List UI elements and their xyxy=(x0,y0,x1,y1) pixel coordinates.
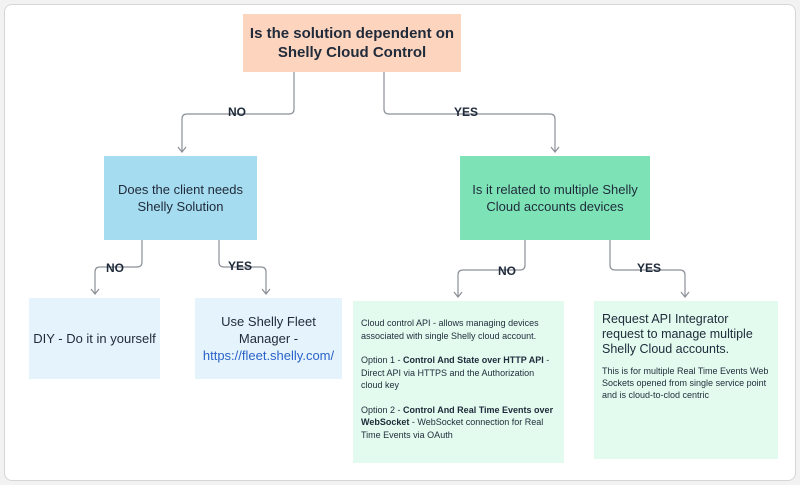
multiple-accounts-line1: Is it related to multiple Shelly xyxy=(472,182,638,197)
edge-label-no-client: NO xyxy=(106,261,124,275)
root-question-line2: Shelly Cloud Control xyxy=(277,44,427,61)
option-1-title: Control And State over HTTP API xyxy=(403,355,544,365)
client-needs-line2: Shelly Solution xyxy=(137,199,224,214)
cloud-control-option-2: Option 2 - Control And Real Time Events … xyxy=(361,404,556,442)
arrowhead-q2 xyxy=(550,146,560,153)
diy-text: DIY - Do it in yourself xyxy=(33,331,156,346)
connector-root-no xyxy=(181,72,295,151)
edge-label-yes-root: YES xyxy=(454,105,479,119)
api-integrator-title: Request API Integrator request to manage… xyxy=(602,312,753,356)
diagram-canvas: NO YES NO YES NO YES Is the solution dep… xyxy=(4,4,796,481)
arrowhead-cloud-control xyxy=(453,291,463,298)
arrowhead-integrator xyxy=(680,291,690,298)
connector-q2-yes xyxy=(609,240,686,296)
edge-label-no-root: NO xyxy=(228,105,246,119)
multiple-accounts-node: Is it related to multiple Shelly Cloud a… xyxy=(460,156,650,240)
option-2-description: - WebSocket connection for Real Time Eve… xyxy=(361,417,544,440)
cloud-control-intro: Cloud control API - allows managing devi… xyxy=(361,318,539,341)
edge-label-no-accounts: NO xyxy=(498,264,516,278)
fleet-line2: Manager - xyxy=(238,331,299,346)
multiple-accounts-line2: Cloud accounts devices xyxy=(486,199,624,214)
arrowhead-diy xyxy=(90,288,100,295)
edge-label-yes-accounts: YES xyxy=(637,261,662,275)
arrowhead-q1 xyxy=(177,146,187,153)
option-2-title: Control And Real Time Events over WebSoc… xyxy=(361,404,554,428)
client-needs-line1: Does the client needs xyxy=(117,182,244,197)
arrowhead-fleet xyxy=(261,288,271,295)
fleet-manager-node: Use Shelly Fleet Manager - https://fleet… xyxy=(195,298,342,379)
cloud-control-api-node: Cloud control API - allows managing devi… xyxy=(353,301,564,463)
fleet-manager-link[interactable]: https://fleet.shelly.com/ xyxy=(202,348,335,363)
client-needs-node: Does the client needs Shelly Solution xyxy=(104,156,257,240)
fleet-line1: Use Shelly Fleet xyxy=(221,314,316,329)
connector-root-yes xyxy=(383,72,556,151)
api-integrator-node: Request API Integrator request to manage… xyxy=(594,301,778,459)
connector-q1-yes xyxy=(218,240,267,293)
option-2-prefix: Option 2 - xyxy=(361,404,404,415)
diy-node: DIY - Do it in yourself xyxy=(29,298,160,379)
connector-q2-no xyxy=(457,240,526,296)
option-1-description: - Direct API via HTTPS and the Authoriza… xyxy=(361,355,550,390)
root-question-line1: Is the solution dependent on xyxy=(249,25,455,42)
connector-q1-no xyxy=(94,240,143,293)
root-question-node: Is the solution dependent on Shelly Clou… xyxy=(243,14,461,72)
api-integrator-body: This is for multiple Real Time Events We… xyxy=(602,366,769,400)
option-1-prefix: Option 1 - xyxy=(361,355,404,365)
connector-layer xyxy=(90,72,690,298)
cloud-control-option-1: Option 1 - Control And State over HTTP A… xyxy=(361,354,556,392)
edge-label-yes-client: YES xyxy=(228,259,253,273)
